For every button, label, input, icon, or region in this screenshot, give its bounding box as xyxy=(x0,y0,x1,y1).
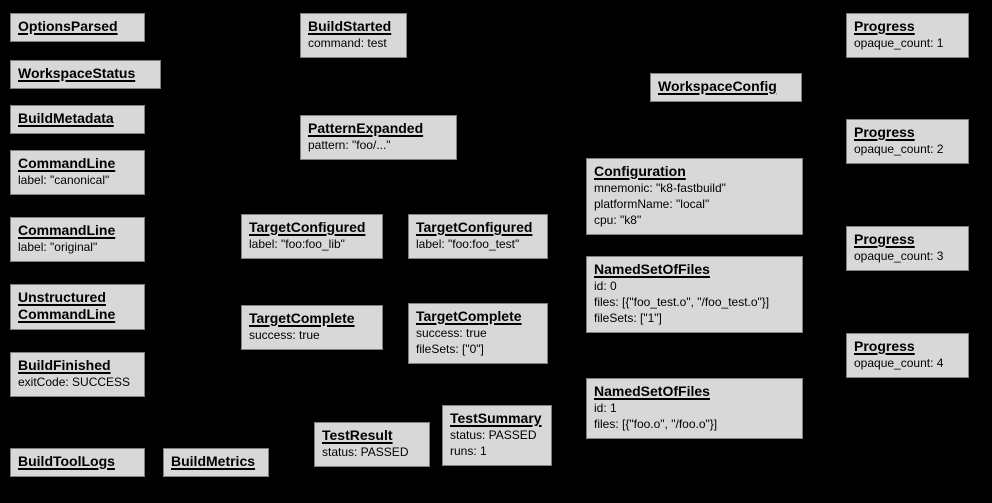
node-title: Progress xyxy=(854,231,915,247)
node-line: command: test xyxy=(308,36,387,50)
node-line: runs: 1 xyxy=(450,444,487,458)
node-build-tool-logs: BuildToolLogs xyxy=(10,448,145,477)
node-workspace-status: WorkspaceStatus xyxy=(10,60,161,89)
node-command-line-canonical: CommandLine label: "canonical" xyxy=(10,150,145,195)
node-line: label: "foo:foo_lib" xyxy=(249,237,345,251)
node-line: opaque_count: 2 xyxy=(854,142,944,156)
node-title: Progress xyxy=(854,124,915,140)
node-line: id: 1 xyxy=(594,401,617,415)
node-line: fileSets: ["0"] xyxy=(416,342,484,356)
node-title: BuildMetrics xyxy=(171,453,256,469)
node-line: mnemonic: "k8-fastbuild" xyxy=(594,181,726,195)
node-named-set-of-files-0: NamedSetOfFiles id: 0 files: [{"foo_test… xyxy=(586,256,803,333)
node-line: platformName: "local" xyxy=(594,197,710,211)
node-line: id: 0 xyxy=(594,279,617,293)
node-title: Configuration xyxy=(594,163,686,179)
node-line: opaque_count: 1 xyxy=(854,36,944,50)
node-title: TargetConfigured xyxy=(249,219,366,235)
node-target-complete-foo-lib: TargetComplete success: true xyxy=(241,305,383,350)
node-title: Unstructured CommandLine xyxy=(18,289,116,322)
node-line: status: PASSED xyxy=(450,428,537,442)
node-line: success: true xyxy=(416,326,487,340)
node-target-configured-foo-lib: TargetConfigured label: "foo:foo_lib" xyxy=(241,214,383,259)
node-line: exitCode: SUCCESS xyxy=(18,375,131,389)
node-line: opaque_count: 3 xyxy=(854,249,944,263)
node-build-metadata: BuildMetadata xyxy=(10,105,145,134)
node-line: label: "original" xyxy=(18,240,98,254)
node-line: cpu: "k8" xyxy=(594,213,642,227)
node-title: NamedSetOfFiles xyxy=(594,383,710,399)
node-title: TargetComplete xyxy=(416,308,522,324)
node-title: NamedSetOfFiles xyxy=(594,261,710,277)
node-line: opaque_count: 4 xyxy=(854,356,944,370)
node-title: BuildMetadata xyxy=(18,110,114,126)
node-line: pattern: "foo/..." xyxy=(308,138,391,152)
node-title: PatternExpanded xyxy=(308,120,424,136)
node-title: TestSummary xyxy=(450,410,542,426)
node-test-result: TestResult status: PASSED xyxy=(314,422,430,467)
node-target-configured-foo-test: TargetConfigured label: "foo:foo_test" xyxy=(408,214,548,259)
node-progress-3: Progress opaque_count: 3 xyxy=(846,226,969,271)
node-title: TargetComplete xyxy=(249,310,355,326)
node-test-summary: TestSummary status: PASSED runs: 1 xyxy=(442,405,552,466)
node-title: BuildStarted xyxy=(308,18,392,34)
node-line: status: PASSED xyxy=(322,445,409,459)
node-progress-1: Progress opaque_count: 1 xyxy=(846,13,969,58)
node-title: Progress xyxy=(854,18,915,34)
node-title: CommandLine xyxy=(18,155,116,171)
node-command-line-original: CommandLine label: "original" xyxy=(10,217,145,262)
node-line: files: [{"foo.o", "/foo.o"}] xyxy=(594,417,718,431)
node-title: CommandLine xyxy=(18,222,116,238)
node-progress-2: Progress opaque_count: 2 xyxy=(846,119,969,164)
node-line: label: "canonical" xyxy=(18,173,110,187)
node-unstructured-command-line: Unstructured CommandLine xyxy=(10,284,145,330)
node-build-finished: BuildFinished exitCode: SUCCESS xyxy=(10,352,145,397)
node-progress-4: Progress opaque_count: 4 xyxy=(846,333,969,378)
node-line: label: "foo:foo_test" xyxy=(416,237,520,251)
node-build-started: BuildStarted command: test xyxy=(300,13,407,58)
node-options-parsed: OptionsParsed xyxy=(10,13,145,42)
node-target-complete-foo-test: TargetComplete success: true fileSets: [… xyxy=(408,303,548,364)
node-line: files: [{"foo_test.o", "/foo_test.o"}] xyxy=(594,295,770,309)
node-title: TargetConfigured xyxy=(416,219,533,235)
node-title: WorkspaceConfig xyxy=(658,78,777,94)
node-line: success: true xyxy=(249,328,320,342)
node-title: Progress xyxy=(854,338,915,354)
node-title: WorkspaceStatus xyxy=(18,65,136,81)
node-line: fileSets: ["1"] xyxy=(594,311,662,325)
node-pattern-expanded: PatternExpanded pattern: "foo/..." xyxy=(300,115,457,160)
node-title: BuildToolLogs xyxy=(18,453,115,469)
node-title: OptionsParsed xyxy=(18,18,118,34)
node-named-set-of-files-1: NamedSetOfFiles id: 1 files: [{"foo.o", … xyxy=(586,378,803,439)
node-workspace-config: WorkspaceConfig xyxy=(650,73,802,102)
node-build-metrics: BuildMetrics xyxy=(163,448,269,477)
node-title: TestResult xyxy=(322,427,393,443)
node-title: BuildFinished xyxy=(18,357,111,373)
node-configuration: Configuration mnemonic: "k8-fastbuild" p… xyxy=(586,158,803,235)
